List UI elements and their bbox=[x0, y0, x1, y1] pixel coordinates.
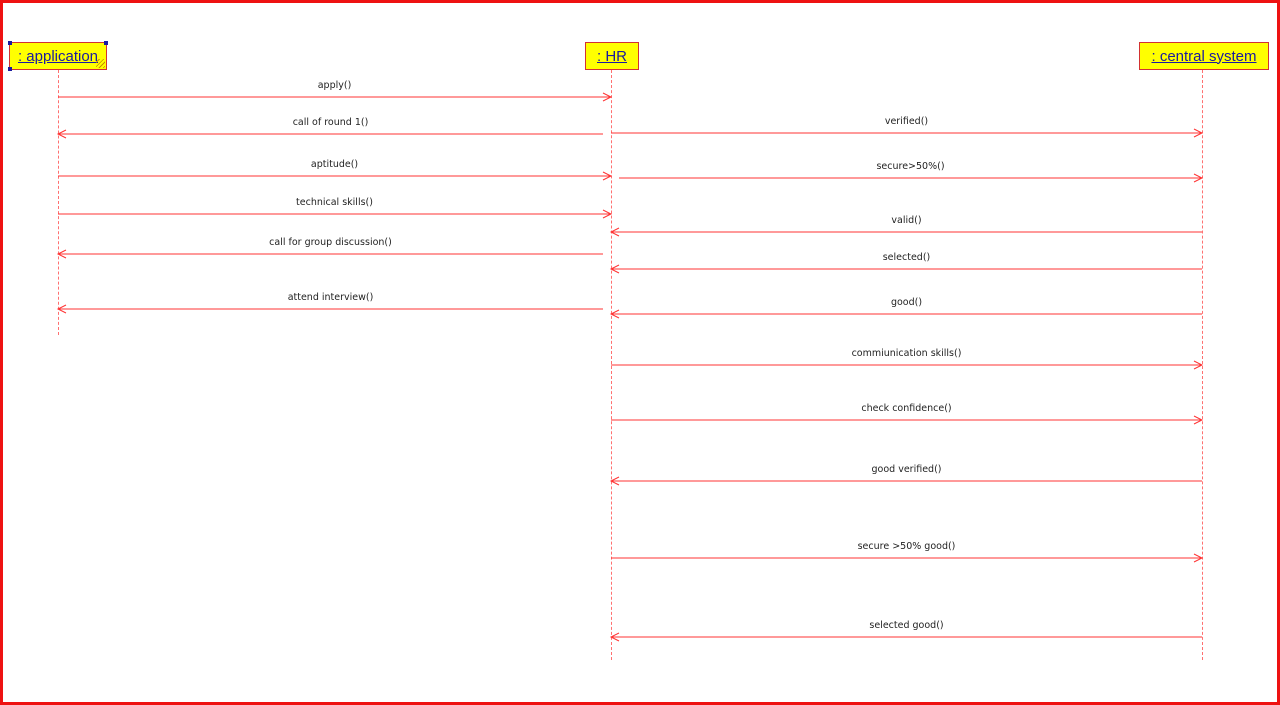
message-label: call for group discussion() bbox=[269, 237, 392, 248]
open-arrowhead-icon bbox=[1193, 128, 1204, 138]
open-arrowhead-icon bbox=[1193, 360, 1204, 370]
message-1[interactable]: apply() bbox=[58, 80, 613, 102]
lifeline-hr-box[interactable]: : HR bbox=[585, 42, 639, 70]
open-arrowhead-icon bbox=[56, 304, 67, 314]
message-label: commiunication skills() bbox=[852, 348, 962, 359]
lifeline-hr-label: : HR bbox=[597, 47, 627, 65]
selection-handle-top-right[interactable] bbox=[104, 41, 108, 45]
message-3[interactable]: verified() bbox=[611, 116, 1204, 138]
message-8[interactable]: call for group discussion() bbox=[56, 237, 603, 259]
open-arrowhead-icon bbox=[609, 632, 620, 642]
message-7[interactable]: valid() bbox=[609, 215, 1202, 237]
lifeline-application-box[interactable]: : application bbox=[8, 41, 108, 71]
message-5[interactable]: secure>50%() bbox=[619, 161, 1204, 183]
message-label: aptitude() bbox=[311, 159, 358, 170]
message-label: valid() bbox=[891, 215, 921, 226]
message-label: selected() bbox=[883, 252, 931, 263]
message-label: apply() bbox=[318, 80, 352, 91]
message-label: good verified() bbox=[872, 464, 942, 475]
message-11[interactable]: good() bbox=[609, 297, 1202, 319]
open-arrowhead-icon bbox=[56, 249, 67, 259]
open-arrowhead-icon bbox=[602, 92, 613, 102]
message-9[interactable]: selected() bbox=[609, 252, 1202, 274]
message-14[interactable]: good verified() bbox=[609, 464, 1202, 486]
message-6[interactable]: technical skills() bbox=[58, 197, 613, 219]
message-label: check confidence() bbox=[861, 403, 951, 414]
message-label: technical skills() bbox=[296, 197, 373, 208]
message-label: call of round 1() bbox=[293, 117, 369, 128]
message-4[interactable]: aptitude() bbox=[58, 159, 613, 181]
selection-handle-bottom-left[interactable] bbox=[8, 67, 12, 71]
open-arrowhead-icon bbox=[56, 129, 67, 139]
open-arrowhead-icon bbox=[609, 476, 620, 486]
open-arrowhead-icon bbox=[609, 309, 620, 319]
lifeline-central-system-box[interactable]: : central system bbox=[1139, 42, 1269, 70]
message-label: secure>50%() bbox=[876, 161, 944, 172]
message-label: attend interview() bbox=[288, 292, 374, 303]
lifeline-central-system-label: : central system bbox=[1151, 47, 1257, 65]
message-16[interactable]: selected good() bbox=[609, 620, 1202, 642]
message-13[interactable]: check confidence() bbox=[611, 403, 1204, 425]
message-label: selected good() bbox=[869, 620, 943, 631]
open-arrowhead-icon bbox=[1193, 173, 1204, 183]
message-12[interactable]: commiunication skills() bbox=[611, 348, 1204, 370]
message-label: good() bbox=[891, 297, 922, 308]
open-arrowhead-icon bbox=[602, 209, 613, 219]
message-label: verified() bbox=[885, 116, 928, 127]
lifeline-application-label: : application bbox=[17, 47, 99, 65]
selection-handle-top-left[interactable] bbox=[8, 41, 12, 45]
message-15[interactable]: secure >50% good() bbox=[611, 541, 1204, 563]
messages-layer: apply() call of round 1() verified() aptitu… bbox=[56, 80, 1204, 642]
message-2[interactable]: call of round 1() bbox=[56, 117, 603, 139]
lifeline-application-line bbox=[58, 70, 59, 335]
message-10[interactable]: attend interview() bbox=[56, 292, 603, 314]
open-arrowhead-icon bbox=[1193, 553, 1204, 563]
open-arrowhead-icon bbox=[602, 171, 613, 181]
open-arrowhead-icon bbox=[1193, 415, 1204, 425]
message-label: secure >50% good() bbox=[858, 541, 956, 552]
open-arrowhead-icon bbox=[609, 227, 620, 237]
open-arrowhead-icon bbox=[609, 264, 620, 274]
resize-grip-icon[interactable] bbox=[96, 59, 105, 68]
